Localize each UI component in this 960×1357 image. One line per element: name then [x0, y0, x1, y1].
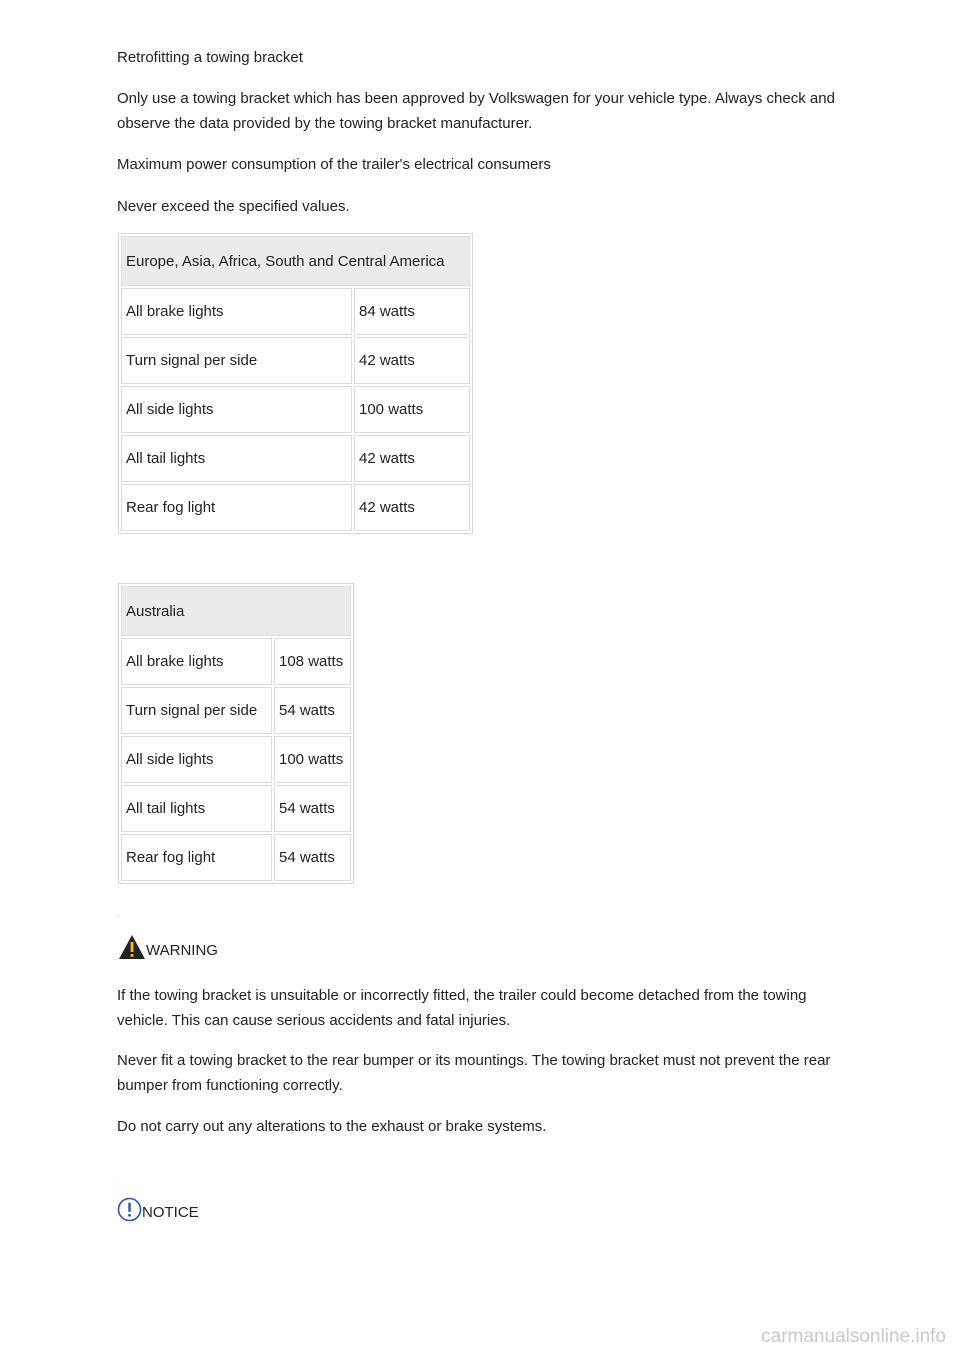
divider-dot	[117, 1178, 118, 1179]
row-value: 42 watts	[354, 435, 470, 482]
row-label: All side lights	[121, 386, 352, 433]
row-value: 42 watts	[354, 337, 470, 384]
table-header: Australia	[121, 586, 351, 636]
table-row: Turn signal per side 54 watts	[121, 687, 351, 734]
table-row: All side lights 100 watts	[121, 386, 470, 433]
section-heading: Retrofitting a towing bracket	[117, 49, 303, 66]
warning-label: WARNING	[146, 942, 218, 959]
row-label: All tail lights	[121, 785, 272, 832]
row-label: Turn signal per side	[121, 687, 272, 734]
row-value: 54 watts	[274, 785, 351, 832]
row-label: All side lights	[121, 736, 272, 783]
notice-exclamation-icon	[117, 1197, 142, 1222]
table-row: All brake lights 108 watts	[121, 638, 351, 685]
never-exceed-note: Never exceed the specified values.	[117, 198, 350, 215]
table-row: Rear fog light 42 watts	[121, 484, 470, 531]
warning-paragraph: Do not carry out any alterations to the …	[117, 1118, 547, 1135]
watermark: carmanualsonline.info	[761, 1326, 946, 1347]
table-row: All tail lights 42 watts	[121, 435, 470, 482]
row-label: All brake lights	[121, 288, 352, 335]
warning-heading: WARNING	[118, 934, 218, 960]
australia-power-table: Australia All brake lights 108 watts Tur…	[118, 583, 354, 884]
warning-paragraph: Never fit a towing bracket to the rear b…	[117, 1052, 831, 1094]
divider-dot	[117, 915, 118, 916]
warning-triangle-icon	[119, 935, 145, 959]
intro-paragraph: Only use a towing bracket which has been…	[117, 90, 835, 132]
table-row: All brake lights 84 watts	[121, 288, 470, 335]
power-consumption-title: Maximum power consumption of the trailer…	[117, 156, 551, 173]
row-label: All tail lights	[121, 435, 352, 482]
row-value: 54 watts	[274, 687, 351, 734]
row-value: 100 watts	[354, 386, 470, 433]
europe-power-table: Europe, Asia, Africa, South and Central …	[118, 233, 473, 534]
row-value: 54 watts	[274, 834, 351, 881]
row-value: 84 watts	[354, 288, 470, 335]
row-value: 100 watts	[274, 736, 351, 783]
table-header: Europe, Asia, Africa, South and Central …	[121, 236, 470, 286]
row-value: 108 watts	[274, 638, 351, 685]
notice-heading: NOTICE	[117, 1197, 199, 1222]
row-label: Turn signal per side	[121, 337, 352, 384]
table-row: All tail lights 54 watts	[121, 785, 351, 832]
table-row: Turn signal per side 42 watts	[121, 337, 470, 384]
notice-label: NOTICE	[142, 1204, 199, 1221]
row-value: 42 watts	[354, 484, 470, 531]
row-label: All brake lights	[121, 638, 272, 685]
row-label: Rear fog light	[121, 484, 352, 531]
table-row: Rear fog light 54 watts	[121, 834, 351, 881]
warning-paragraph: If the towing bracket is unsuitable or i…	[117, 987, 807, 1029]
row-label: Rear fog light	[121, 834, 272, 881]
table-row: All side lights 100 watts	[121, 736, 351, 783]
